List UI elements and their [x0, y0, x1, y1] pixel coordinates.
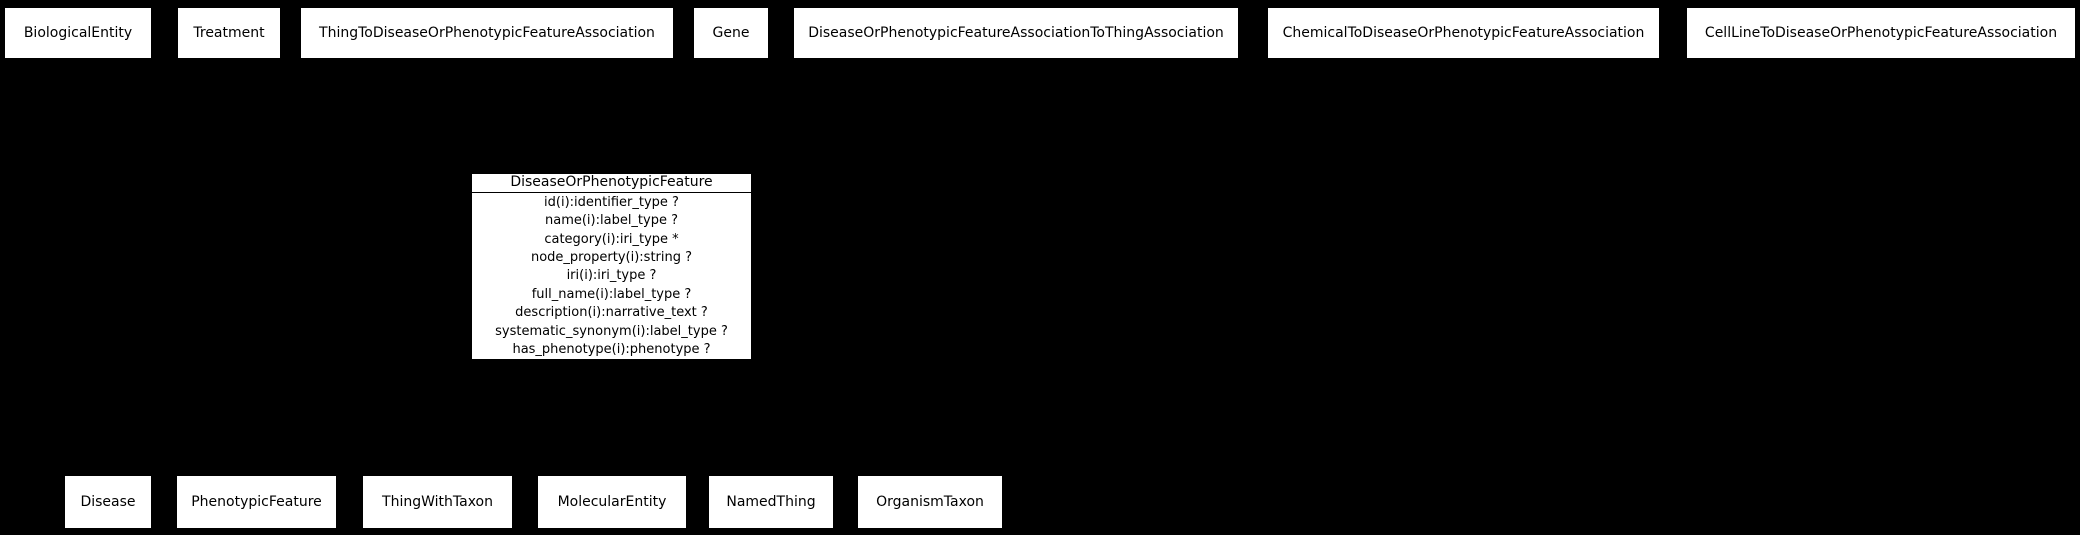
node-chemical-to-disease-or-phenotypic-feature-association[interactable]: ChemicalToDiseaseOrPhenotypicFeatureAsso…: [1267, 7, 1660, 59]
node-organism-taxon[interactable]: OrganismTaxon: [857, 475, 1003, 529]
node-label: BiologicalEntity: [23, 25, 133, 41]
node-disease[interactable]: Disease: [64, 475, 152, 529]
node-label: OrganismTaxon: [876, 494, 984, 510]
class-attribute-row: name(i):label_type ?: [544, 213, 678, 229]
node-thing-to-disease-or-phenotypic-feature-association[interactable]: ThingToDiseaseOrPhenotypicFeatureAssocia…: [300, 7, 674, 59]
node-label: MolecularEntity: [557, 494, 667, 510]
node-label: Treatment: [193, 25, 265, 41]
node-label: NamedThing: [726, 494, 816, 510]
node-label: ChemicalToDiseaseOrPhenotypicFeatureAsso…: [1282, 25, 1645, 41]
node-label: ThingWithTaxon: [382, 494, 493, 510]
class-attribute-row: systematic_synonym(i):label_type ?: [495, 323, 728, 339]
node-phenotypic-feature[interactable]: PhenotypicFeature: [176, 475, 337, 529]
node-thing-with-taxon[interactable]: ThingWithTaxon: [362, 475, 513, 529]
class-attribute-row: iri(i):iri_type ?: [566, 268, 657, 284]
node-label: PhenotypicFeature: [191, 494, 322, 510]
node-label: DiseaseOrPhenotypicFeatureAssociationToT…: [808, 25, 1224, 41]
node-cell-line-to-disease-or-phenotypic-feature-association[interactable]: CellLineToDiseaseOrPhenotypicFeatureAsso…: [1686, 7, 2076, 59]
class-attribute-row: has_phenotype(i):phenotype ?: [512, 342, 711, 358]
node-named-thing[interactable]: NamedThing: [708, 475, 834, 529]
class-attribute-row: description(i):narrative_text ?: [515, 305, 708, 321]
node-gene[interactable]: Gene: [693, 7, 769, 59]
class-box-attributes: id(i):identifier_type ? name(i):label_ty…: [472, 193, 751, 359]
class-box-title[interactable]: DiseaseOrPhenotypicFeature: [472, 174, 751, 193]
class-attribute-row: id(i):identifier_type ?: [544, 194, 679, 210]
node-label: Gene: [712, 25, 750, 41]
node-treatment[interactable]: Treatment: [177, 7, 281, 59]
node-molecular-entity[interactable]: MolecularEntity: [537, 475, 687, 529]
class-box-disease-or-phenotypic-feature: DiseaseOrPhenotypicFeature id(i):identif…: [471, 173, 752, 360]
class-attribute-row: category(i):iri_type *: [544, 231, 679, 247]
node-disease-or-phenotypic-feature-association-to-thing-association[interactable]: DiseaseOrPhenotypicFeatureAssociationToT…: [793, 7, 1239, 59]
node-label: ThingToDiseaseOrPhenotypicFeatureAssocia…: [319, 25, 655, 41]
class-attribute-row: node_property(i):string ?: [530, 250, 693, 266]
node-label: CellLineToDiseaseOrPhenotypicFeatureAsso…: [1704, 25, 2058, 41]
node-label: Disease: [80, 494, 136, 510]
node-biological-entity[interactable]: BiologicalEntity: [4, 7, 152, 59]
class-attribute-row: full_name(i):label_type ?: [531, 286, 692, 302]
